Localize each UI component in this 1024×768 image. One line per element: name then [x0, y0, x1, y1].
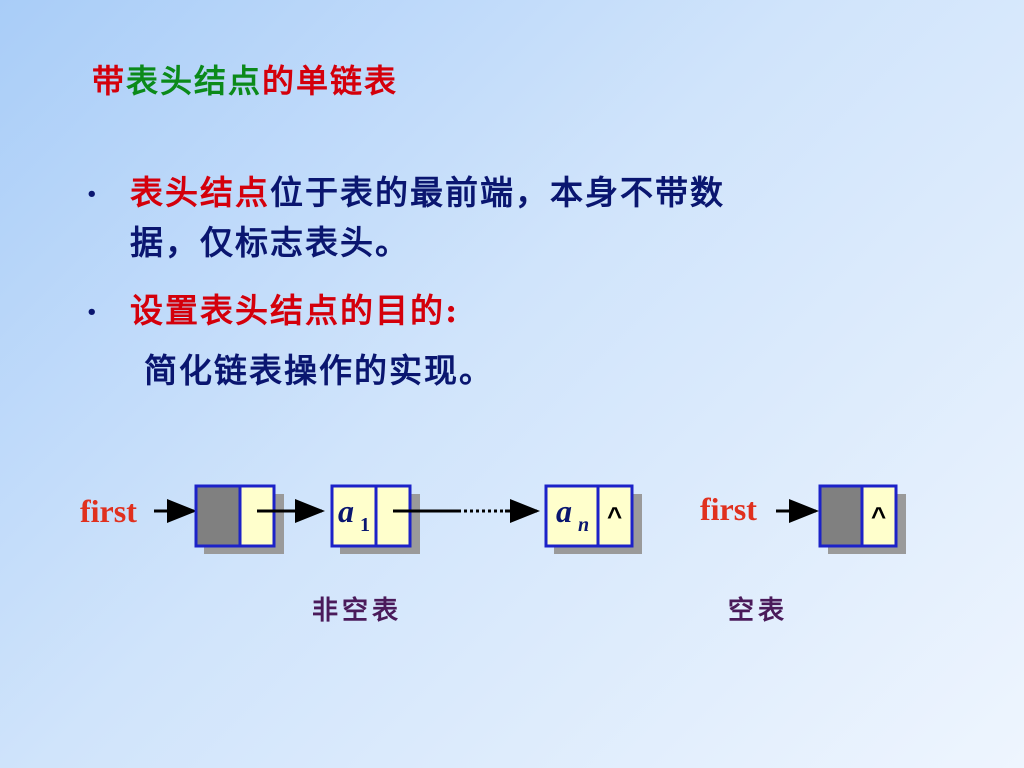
node-a1: a 1 — [330, 484, 420, 554]
caption-empty: 空表 — [728, 596, 789, 626]
bullet-1-text-2: 据，仅标志表头。 — [130, 223, 410, 262]
bullet-2-label: 设置表头结点的目的: — [130, 291, 460, 330]
first-label: first — [80, 493, 137, 529]
node-an-label: a — [556, 493, 572, 529]
node-an-subscript: n — [578, 514, 589, 536]
empty-header-node: ^ — [818, 484, 906, 554]
bullet-1-text-1: 位于表的最前端，本身不带数 — [270, 173, 725, 212]
first-label-empty: first — [700, 491, 757, 527]
null-marker-empty: ^ — [871, 501, 886, 531]
bullet-dot: • — [86, 184, 100, 205]
page-title: 带表头结点的单链表 — [92, 56, 398, 102]
node-a1-label: a — [338, 493, 354, 529]
node-a1-subscript: 1 — [360, 514, 370, 536]
bullet-2: • 设置表头结点的目的: 简化链表操作的实现。 — [86, 286, 966, 396]
null-marker: ^ — [607, 501, 622, 531]
bullet-dot: • — [86, 302, 100, 323]
node-an: a n ^ — [544, 484, 642, 554]
bullet-1-highlight: 表头结点 — [130, 173, 270, 212]
bullet-1: • 表头结点位于表的最前端，本身不带数 据，仅标志表头。 — [86, 168, 966, 268]
header-node — [194, 484, 284, 554]
bullet-2-detail: 简化链表操作的实现。 — [144, 351, 494, 390]
title-part-3: 的单链表 — [262, 62, 399, 100]
title-part-2: 表头结点 — [126, 62, 263, 100]
title-part-1: 带 — [92, 62, 127, 100]
caption-nonempty: 非空表 — [312, 596, 403, 626]
